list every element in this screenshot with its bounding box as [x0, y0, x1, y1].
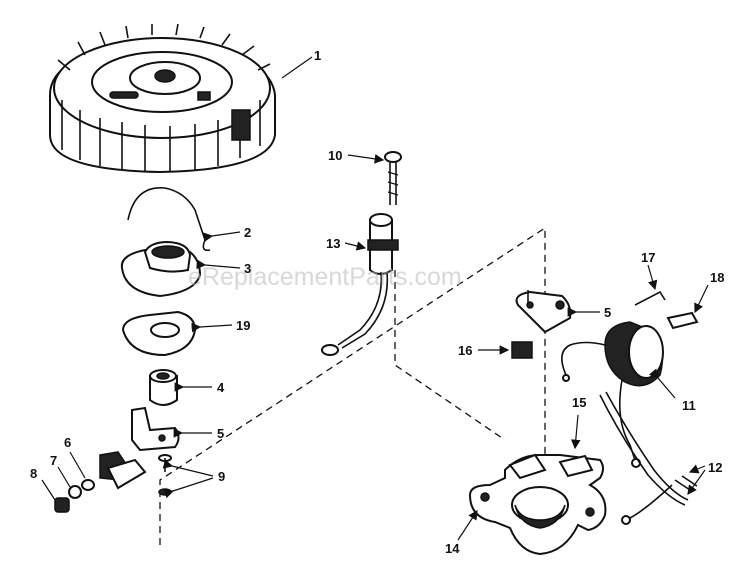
callout-10: 10 [328, 148, 342, 163]
bushing-part [149, 369, 212, 406]
callout-8: 8 [30, 466, 37, 481]
plate-part [666, 284, 709, 330]
watermark-text: eReplacementParts.com [188, 263, 462, 291]
callout-2: 2 [244, 225, 251, 240]
cam-plate-part [120, 240, 241, 298]
screw-part [347, 151, 402, 205]
callout-11: 11 [682, 398, 696, 413]
callout-5-left: 5 [217, 426, 224, 441]
callout-14: 14 [445, 541, 460, 556]
flywheel-part [49, 23, 313, 174]
breaker-arm-part [131, 406, 212, 452]
callout-18: 18 [710, 270, 724, 285]
block-part [478, 341, 533, 359]
callout-labels: 1 2 3 19 4 5 6 7 8 9 10 13 16 5 17 18 11… [30, 48, 724, 556]
callout-9: 9 [218, 469, 225, 484]
callout-17: 17 [641, 250, 655, 265]
spring-clip-part [127, 187, 241, 252]
assembly-dashed-lines [159, 226, 546, 545]
callout-15: 15 [572, 395, 586, 410]
callout-16: 16 [458, 343, 472, 358]
callout-13: 13 [326, 236, 340, 251]
callout-19: 19 [236, 318, 250, 333]
bracket-part [515, 290, 600, 334]
callout-4: 4 [217, 380, 225, 395]
callout-7: 7 [50, 453, 57, 468]
breaker-box-part [457, 414, 607, 556]
screw-washer-part [158, 454, 214, 499]
ground-wire-part [599, 391, 706, 525]
callout-5-right: 5 [604, 305, 611, 320]
condenser-part [321, 213, 399, 356]
wire-clip-part [634, 264, 666, 306]
coil-part [561, 321, 676, 468]
callout-6: 6 [64, 435, 71, 450]
callout-3: 3 [244, 261, 251, 276]
callout-1: 1 [314, 48, 321, 63]
points-assembly-part [41, 451, 147, 513]
callout-12: 12 [708, 460, 722, 475]
gasket-part [121, 310, 233, 357]
